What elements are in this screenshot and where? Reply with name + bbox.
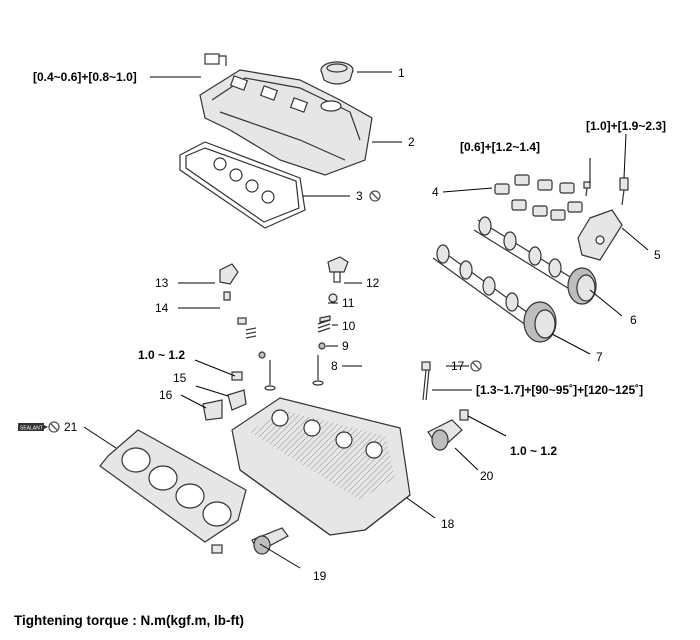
no-reuse-icon: [369, 190, 381, 202]
camshaft-bearing-caps: [494, 174, 583, 221]
callout-4: 4: [432, 185, 439, 199]
cylinder-head-gasket: [99, 429, 247, 543]
callout-16: 16: [159, 388, 173, 402]
no-reuse-icon: [470, 360, 482, 372]
callout-20: 20: [480, 469, 494, 483]
callout-5: 5: [654, 248, 661, 262]
leader-lines: [83, 71, 649, 569]
torque-head-bolt: [1.3~1.7]+[90~95˚]+[120~125˚]: [476, 383, 643, 397]
no-reuse-icon: [48, 421, 60, 433]
callout-6: 6: [630, 313, 637, 327]
exhaust-oil-control-valve: [427, 409, 469, 451]
callout-21: 21: [64, 420, 78, 434]
oil-filler-cap: [320, 61, 354, 85]
callout-2: 2: [408, 135, 415, 149]
callout-13: 13: [155, 276, 169, 290]
callout-12: 12: [366, 276, 380, 290]
cylinder-head: [231, 397, 411, 536]
callout-9: 9: [342, 339, 349, 353]
oil-control-valve-small: [202, 399, 223, 421]
callout-10: 10: [342, 319, 356, 333]
sealant-icon: SEALANT: [18, 423, 48, 432]
oil-control-valve: [211, 527, 289, 555]
sealant-label: SEALANT: [20, 426, 43, 432]
callout-14: 14: [155, 301, 169, 315]
head-bolt: [421, 361, 431, 401]
cam-position-sensor: [227, 371, 247, 411]
callout-7: 7: [596, 350, 603, 364]
intake-camshaft: [473, 216, 597, 305]
torque-ocv-bolt: 1.0 ~ 1.2: [510, 444, 557, 458]
torque-cam-cap-bolt: [0.6]+[1.2~1.4]: [460, 140, 540, 154]
callout-8: 8: [331, 359, 338, 373]
valve-train: [219, 256, 349, 391]
callout-1: 1: [398, 66, 405, 80]
callout-19: 19: [313, 569, 327, 583]
callout-17: 17: [451, 359, 465, 373]
exhaust-camshaft: [432, 244, 557, 343]
cover-gasket: [179, 141, 306, 229]
torque-tensioner-bolt: [1.0]+[1.9~2.3]: [586, 119, 666, 133]
callout-numbers: 1 2 3 4 5 6 7 8 9 10 11 12 13 14 15 16 1…: [64, 66, 661, 583]
footer-note: Tightening torque : N.m(kgf.m, lb-ft): [14, 613, 244, 628]
callout-11: 11: [342, 296, 355, 310]
callout-3: 3: [356, 189, 363, 203]
cylinder-head-cover: [199, 53, 373, 176]
torque-cover-bolt: [0.4~0.6]+[0.8~1.0]: [33, 70, 137, 84]
callout-18: 18: [441, 517, 455, 531]
torque-specs: [0.4~0.6]+[0.8~1.0] [0.6]+[1.2~1.4] [1.0…: [33, 70, 666, 458]
torque-sensor-bolt: 1.0 ~ 1.2: [138, 348, 185, 362]
front-bearing-cap: [577, 177, 629, 261]
callout-15: 15: [173, 371, 187, 385]
